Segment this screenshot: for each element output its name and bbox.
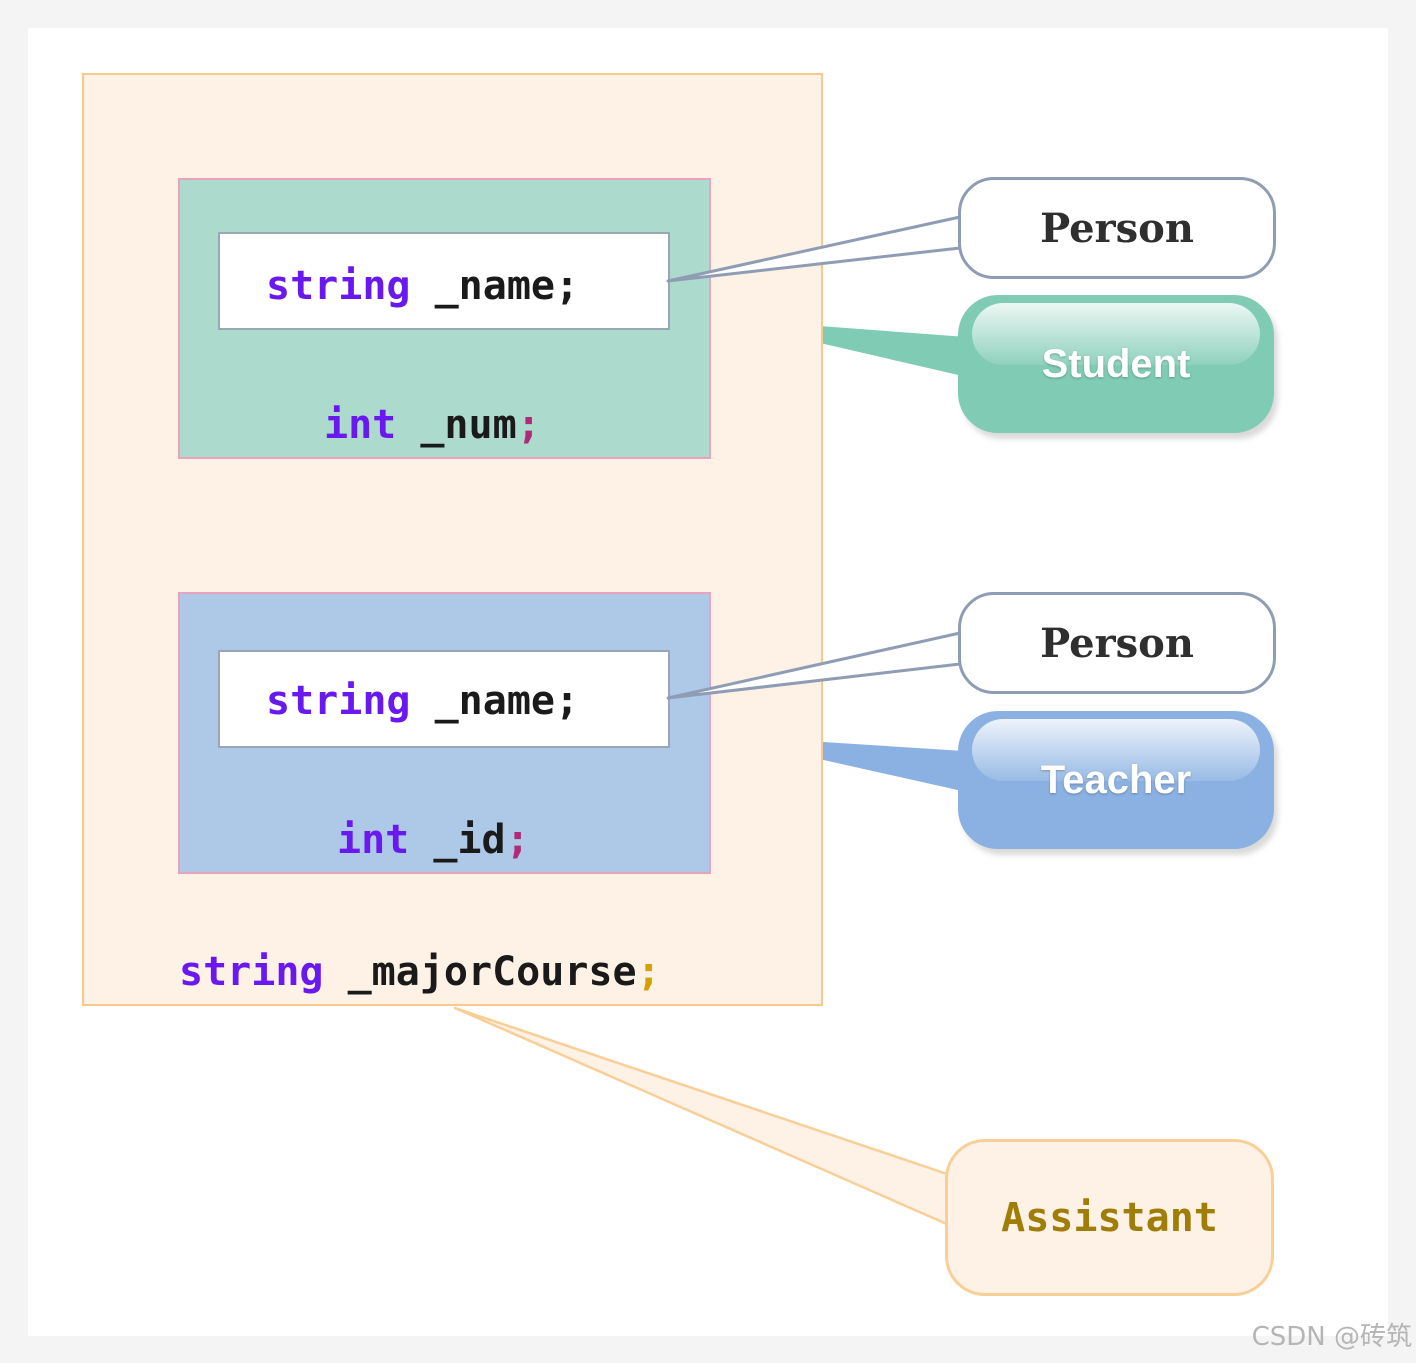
student-callout: Student	[958, 295, 1274, 433]
student-callout-label: Student	[1041, 341, 1191, 386]
teacher-id-semicolon: ;	[505, 817, 530, 863]
assistant-majorcourse-type: string	[179, 949, 324, 995]
assistant-callout-label: Assistant	[1001, 1194, 1218, 1241]
teacher-name-type: string	[266, 678, 411, 724]
teacher-id-identifier: _id	[409, 817, 506, 863]
teacher-callout: Teacher	[958, 711, 1274, 849]
watermark: CSDN @砖筑	[1251, 1322, 1412, 1352]
student-name-type: string	[266, 263, 411, 309]
callout-gloss	[972, 303, 1260, 365]
person-callout-teacher: Person	[958, 592, 1276, 694]
student-person-name-box	[218, 232, 670, 330]
student-name-identifier: _name	[410, 263, 555, 309]
assistant-majorcourse-declaration: string _majorCourse;	[179, 952, 661, 992]
assistant-callout: Assistant	[945, 1139, 1274, 1296]
teacher-id-type: int	[337, 817, 410, 863]
person-callout-label: Person	[1040, 619, 1194, 667]
student-num-type: int	[324, 402, 397, 448]
person-callout-pointer-1	[666, 215, 962, 283]
student-num-semicolon: ;	[516, 402, 541, 448]
person-callout-pointer-2	[666, 631, 962, 700]
assistant-majorcourse-identifier: _majorCourse	[323, 949, 637, 995]
teacher-name-semicolon: ;	[555, 678, 580, 724]
teacher-person-name-box	[218, 650, 670, 748]
teacher-callout-label: Teacher	[1040, 757, 1192, 802]
student-num-identifier: _num	[396, 402, 517, 448]
person-callout-label: Person	[1040, 204, 1194, 252]
teacher-id-declaration: int _id;	[337, 820, 530, 860]
person-callout-student: Person	[958, 177, 1276, 279]
teacher-name-identifier: _name	[410, 678, 555, 724]
teacher-name-declaration: string _name;	[266, 681, 579, 721]
student-name-semicolon: ;	[555, 263, 580, 309]
student-num-declaration: int _num;	[324, 405, 541, 445]
student-name-declaration: string _name;	[266, 266, 579, 306]
assistant-majorcourse-semicolon: ;	[636, 949, 661, 995]
callout-gloss	[972, 719, 1260, 781]
